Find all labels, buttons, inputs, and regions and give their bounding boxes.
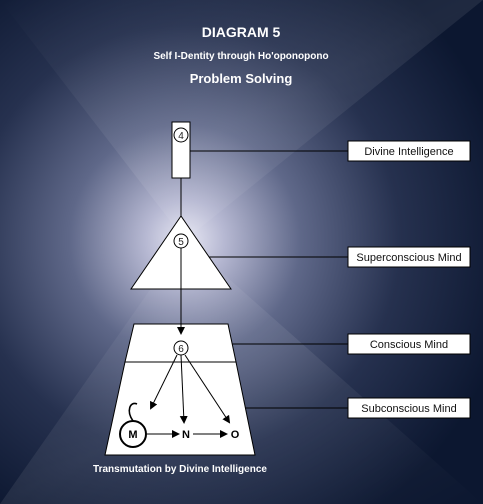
arrow-6-to-left bbox=[150, 354, 178, 410]
label-superconscious: Superconscious Mind bbox=[356, 252, 461, 264]
memory-circle bbox=[119, 420, 147, 448]
arrow-6-to-o bbox=[184, 354, 231, 424]
diagram-subtitle: Self I-Dentity through Ho'oponopono bbox=[153, 51, 328, 62]
label-divine: Divine Intelligence bbox=[364, 146, 453, 158]
memory-loop bbox=[128, 402, 138, 422]
label-box-conscious bbox=[347, 333, 471, 355]
label-box-superconscious bbox=[347, 246, 471, 268]
node-4-label: 4 bbox=[178, 131, 184, 142]
letter-o: O bbox=[231, 429, 240, 441]
diagram-title: DIAGRAM 5 bbox=[202, 24, 281, 40]
arrow-6-to-n bbox=[179, 354, 188, 424]
caption: Transmutation by Divine Intelligence bbox=[93, 464, 267, 475]
label-box-subconscious bbox=[347, 397, 471, 419]
diagram-heading: Problem Solving bbox=[190, 71, 293, 86]
node-6-label: 6 bbox=[178, 344, 184, 355]
node-4 bbox=[173, 127, 189, 143]
label-box-divine bbox=[347, 140, 471, 162]
letter-m: M bbox=[128, 429, 137, 441]
light-ray-top bbox=[0, 0, 483, 240]
label-conscious: Conscious Mind bbox=[370, 339, 448, 351]
label-subconscious: Subconscious Mind bbox=[361, 403, 456, 415]
node-5-label: 5 bbox=[178, 237, 184, 248]
letter-n: N bbox=[182, 429, 190, 441]
